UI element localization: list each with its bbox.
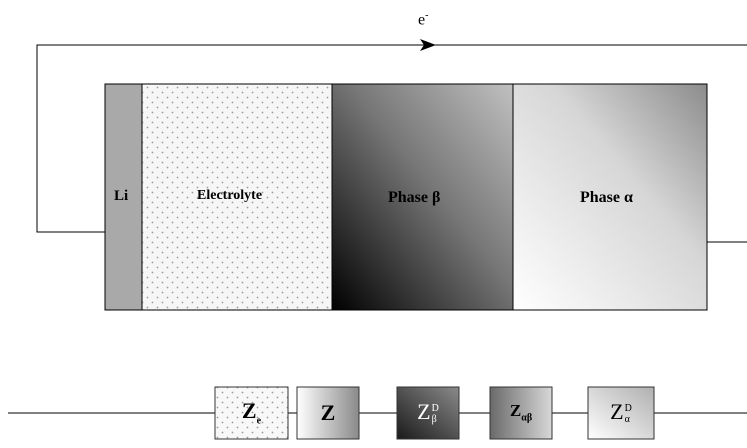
electrolyte-impedance: Ze: [241, 397, 262, 427]
arrow-right-icon: [420, 39, 436, 51]
electrolyte-label: Electrolyte: [197, 188, 263, 203]
li-label: Li: [114, 188, 129, 204]
phase-boundary-impedance: Zαβ: [509, 401, 533, 424]
li-anode: [104, 83, 143, 311]
phase-alpha-label: Phase α: [580, 189, 633, 206]
phase-beta-layer: [331, 83, 514, 311]
phase-alpha-layer: [512, 83, 708, 311]
external-circuit-wire: [36, 44, 747, 233]
phase-beta-label: Phase β: [388, 189, 441, 206]
interface-impedance: Z: [320, 400, 336, 425]
electron-label: e-: [418, 10, 429, 29]
